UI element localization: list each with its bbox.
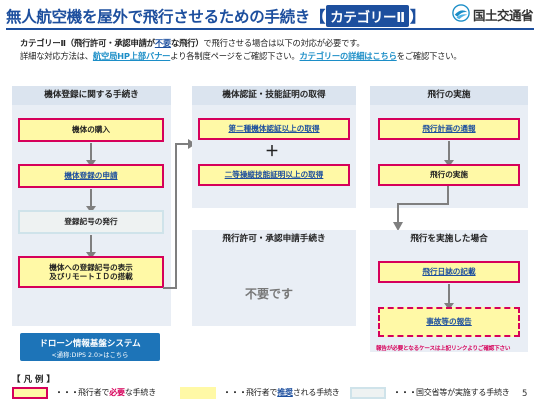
accident-report-link[interactable]: 事故等の報告 — [426, 317, 472, 327]
legend-required-text: 飛行者で必要な手続き — [78, 387, 156, 398]
intro-category: カテゴリーⅡ — [20, 38, 66, 48]
header-divider — [6, 28, 534, 30]
intro-flight-text: な飛行） — [171, 38, 204, 48]
intro-line-2: 詳細な対応方法は、航空局HP上部バナーより各制度ページをご確認下さい。カテゴリー… — [20, 50, 462, 62]
registration-display-step: 機体への登録記号の表示 及びリモートＩＤの搭載 — [18, 256, 164, 288]
legend-government-swatch — [350, 387, 386, 399]
flight-plan-step[interactable]: 飛行計画の通報 — [378, 118, 520, 140]
flight-plan-link[interactable]: 飛行計画の通報 — [422, 124, 476, 134]
legend-recommended-swatch — [180, 387, 216, 399]
intro-not-required: 不要 — [154, 38, 172, 48]
flight-to-after-arrow — [393, 186, 449, 231]
legend-dots: ・・・ — [223, 388, 247, 397]
legend-government-text: 国交省等が実施する手続き — [416, 388, 510, 397]
intro-system-page-text: より各制度ページをご確認下さい。 — [170, 51, 300, 61]
plus-sign: ＋ — [265, 144, 279, 160]
legend-recommended-suffix: される手続き — [292, 388, 340, 397]
title-category: カテゴリーⅡ — [326, 5, 409, 27]
aircraft-certification-link[interactable]: 第二種機体認証以上の取得 — [228, 124, 320, 134]
legend-required-swatch — [12, 387, 48, 399]
aircraft-registration-link[interactable]: 機体登録の申請 — [64, 171, 118, 181]
dips-banner[interactable]: ドローン情報基盤システム <通称:DIPS 2.0>はこちら — [20, 333, 160, 361]
mlit-logo-icon — [452, 4, 470, 22]
mlit-logo-text: 国土交通省 — [473, 8, 534, 23]
arrow-down — [86, 235, 96, 259]
page-number: 5 — [522, 389, 528, 399]
certification-column — [192, 86, 356, 208]
legend-required-keyword: 必要 — [109, 388, 125, 397]
arrow-down — [444, 284, 454, 310]
arrow-down — [86, 143, 96, 167]
accident-report-step[interactable]: 事故等の報告 — [378, 307, 520, 337]
accident-report-note: 報告が必要となるケースは上記リンクよりご確認下さい — [376, 346, 511, 352]
legend-recommended-text: 飛行者で推奨される手続き — [246, 387, 340, 398]
flight-column-head: 飛行の実施 — [370, 86, 528, 105]
intro-line-1: カテゴリーⅡ（飛行許可・承認申請が不要な飛行）で飛行させる場合は以下の対応が必要… — [20, 37, 365, 49]
after-flight-column-head: 飛行を実施した場合 — [410, 234, 488, 244]
registration-display-line-1: 機体への登録記号の表示 — [49, 262, 133, 272]
aircraft-registration-step[interactable]: 機体登録の申請 — [18, 164, 164, 188]
title-bracket-close: 】 — [409, 8, 426, 26]
intro-permit-text: （飛行許可・承認申請が — [65, 38, 155, 48]
aircraft-purchase-step: 機体の購入 — [18, 118, 164, 142]
legend-dots: ・・・ — [55, 388, 79, 397]
legend-recommended-keyword: 推奨 — [277, 388, 293, 397]
permit-column — [192, 230, 356, 326]
permit-column-head: 飛行許可・承認申請手続き — [222, 234, 326, 244]
pilot-certification-link[interactable]: 二等操縦技能証明以上の取得 — [224, 170, 324, 180]
intro-requirement-text: で飛行させる場合は以下の対応が必要です。 — [203, 38, 365, 48]
flight-log-step[interactable]: 飛行日誌の記載 — [378, 261, 520, 283]
pilot-certification-step[interactable]: 二等操縦技能証明以上の取得 — [198, 164, 350, 186]
title-text: 無人航空機を屋外で飛行させるための手続き — [6, 8, 311, 26]
intro-details-text: 詳細な対応方法は、 — [20, 51, 93, 61]
category-details-link[interactable]: カテゴリーの詳細はこちら — [299, 51, 397, 61]
dips-title: ドローン情報基盤システム — [39, 339, 141, 349]
legend-required-suffix: な手続き — [124, 388, 157, 397]
legend-recommended-prefix: 飛行者で — [246, 388, 278, 397]
flight-log-link[interactable]: 飛行日誌の記載 — [422, 267, 476, 277]
title-bracket-open: 【 — [310, 8, 326, 26]
registration-display-line-2: 及びリモートＩＤの搭載 — [49, 272, 133, 281]
registration-number-issue-step: 登録記号の発行 — [18, 210, 164, 234]
legend-dots: ・・・ — [393, 388, 417, 397]
intro-confirm-text: をご確認下さい。 — [396, 51, 462, 61]
dips-subtitle: <通称:DIPS 2.0>はこちら — [51, 352, 129, 359]
arrow-down — [86, 189, 96, 213]
column-connector-arrow — [163, 139, 196, 289]
legend-title: 【 凡 例 】 — [12, 375, 55, 385]
legend-required-prefix: 飛行者で — [78, 388, 110, 397]
registration-column-head: 機体登録に関する手続き — [12, 86, 171, 105]
permit-not-required-text: 不要です — [245, 287, 294, 301]
aircraft-certification-step[interactable]: 第二種機体認証以上の取得 — [198, 118, 350, 140]
page-title: 無人航空機を屋外で飛行させるための手続き【カテゴリーⅡ】 — [6, 5, 425, 27]
certification-column-head: 機体認証・技能証明の取得 — [192, 86, 356, 105]
arrow-down — [444, 141, 454, 167]
flight-execution-step: 飛行の実施 — [378, 164, 520, 186]
jcab-banner-link[interactable]: 航空局HP上部バナー — [92, 51, 171, 61]
